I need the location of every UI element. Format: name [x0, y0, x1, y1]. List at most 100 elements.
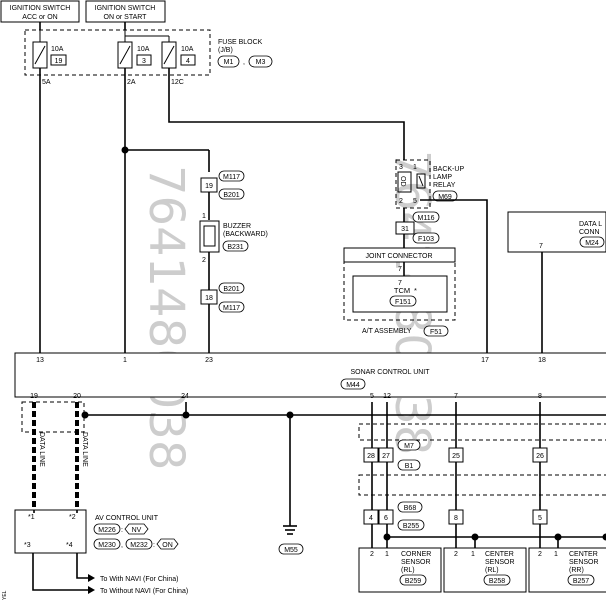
- relay-side-text: OD: [399, 176, 406, 187]
- sonar-pin-12: 12: [383, 393, 391, 400]
- av-conn-sep-3: :: [153, 542, 155, 549]
- power-ign-box: IGNITION SWITCH ON or START: [85, 0, 166, 23]
- sensor-center-rl-conn: B258: [489, 578, 505, 585]
- sonar-pin-17: 17: [481, 357, 489, 364]
- sonar-pin-23: 23: [205, 357, 213, 364]
- fuse-4-amp: 10A: [181, 46, 194, 53]
- av-nv-badge: NV: [132, 527, 142, 534]
- av-conn-m230: M230: [98, 542, 116, 549]
- ground-symbol: M55: [278, 525, 304, 555]
- buzzer-bot-conn2: M117: [223, 305, 240, 312]
- sensor-center-rr-label-2: SENSOR: [569, 559, 599, 566]
- tcm-pin-7a: 7: [398, 266, 402, 273]
- buzzer-pin-1: 1: [202, 213, 206, 220]
- sonar-pin-1: 1: [123, 357, 127, 364]
- sensor-center-rl-label-2: SENSOR: [485, 559, 515, 566]
- sensor-corner-rl-label-3: (RL): [401, 567, 415, 574]
- buzzer-top-conn1: M117: [223, 174, 240, 181]
- relay-pin-1: 1: [413, 164, 417, 171]
- sensor-center-rr-label-1: CENTER: [569, 551, 598, 558]
- relay-pin-3: 3: [399, 164, 403, 171]
- sensor-center-rl-label-1: CENTER: [485, 551, 514, 558]
- sensor-corner-rl-pin-2: 2: [370, 551, 374, 558]
- sensor-center-rl-pin-2: 2: [454, 551, 458, 558]
- relay-conn: M69: [438, 194, 452, 201]
- sensor-center-rr-pin-2: 2: [538, 551, 542, 558]
- power-acc-box: IGNITION SWITCH ACC or ON: [0, 0, 80, 23]
- at-assembly-label: A/T ASSEMBLY: [362, 328, 412, 335]
- at-assembly-conn: F51: [430, 329, 442, 336]
- av-conn-sep-1: :: [121, 527, 123, 534]
- sonar-control-unit: 13 1 23 17 18 SONAR CONTROL UNIT M44 19 …: [14, 352, 606, 400]
- av-pin-2: *2: [69, 514, 76, 521]
- sonar-pin-24: 24: [181, 393, 189, 400]
- buzzer-bot-conn1: B201: [223, 286, 239, 293]
- backup-lamp-relay: 3 1 OD 2 5 BACK-UP LAMP RELAY M69: [395, 159, 464, 209]
- navi-with-label: To With NAVI (For China): [100, 576, 178, 583]
- fuse-block: 10A 19 10A 3 10A 4 FUSE BLOCK (J/B) M1 ,: [24, 29, 273, 86]
- joint-connector-label: JOINT CONNECTOR: [365, 253, 432, 260]
- av-on-badge: ON: [162, 542, 173, 549]
- fuse-terminal-5a: 5A: [42, 79, 51, 86]
- data-lines: DATA LINE DATA LINE: [21, 401, 88, 510]
- relay-label-2: LAMP: [433, 174, 452, 181]
- buzzer-bot-pin: 18: [205, 295, 213, 302]
- tcm-pin-7b: 7: [398, 280, 402, 287]
- side-mark: YEL: [2, 590, 8, 600]
- data-line-label-1: DATA LINE: [38, 432, 45, 467]
- av-pin-4: *4: [66, 542, 73, 549]
- sensor-corner-rl-conn: B259: [405, 578, 421, 585]
- fuse-block-title-1: FUSE BLOCK: [218, 39, 263, 46]
- relay-label-1: BACK-UP: [433, 166, 464, 173]
- watermark-text-left: 7641480038: [138, 165, 194, 470]
- sonar-label: SONAR CONTROL UNIT: [350, 369, 430, 376]
- fuse-3-amp: 10A: [137, 46, 150, 53]
- ground-conn: M55: [284, 547, 298, 554]
- tcm-pin-31: 31: [401, 226, 409, 233]
- tcm-area: 31 M116 F103 JOINT CONNECTOR 7 7 TCM * F…: [343, 211, 456, 337]
- fuse-19-num: 19: [55, 58, 63, 65]
- harness-conn-b255: B255: [403, 523, 419, 530]
- harness-pin-27: 27: [382, 453, 390, 460]
- fuse-block-conn-sep: ,: [243, 59, 245, 66]
- sensor-center-rl-pin-1: 1: [471, 551, 475, 558]
- sensor-corner-rl-label-2: SENSOR: [401, 559, 431, 566]
- harness-pin-5: 5: [538, 515, 542, 522]
- av-conn-sep-2: ,: [121, 542, 123, 549]
- av-conn-m226: M226: [98, 527, 116, 534]
- tcm-asterisk: *: [414, 286, 417, 295]
- tcm-conn-f103: F103: [418, 236, 434, 243]
- harness-pin-6: 6: [384, 515, 388, 522]
- buzzer-top-conn2: B201: [223, 192, 239, 199]
- fuse-4: 10A 4: [161, 41, 196, 69]
- sonar-pin-13: 13: [36, 357, 44, 364]
- fuse-4-num: 4: [186, 58, 190, 65]
- sonar-pin-8: 8: [538, 393, 542, 400]
- tcm-label: TCM: [394, 286, 410, 295]
- harness-pin-4: 4: [369, 515, 373, 522]
- av-pin-3: *3: [24, 542, 31, 549]
- sonar-pin-5: 5: [370, 393, 374, 400]
- fuse-block-conn-m3: M3: [256, 59, 266, 66]
- sensor-corner-rl: 2 1 CORNER SENSOR (RL) B259: [358, 547, 442, 593]
- buzzer-label-1: BUZZER: [223, 223, 251, 230]
- power-acc-line2: ACC or ON: [22, 14, 57, 21]
- power-ign-line2: ON or START: [104, 14, 148, 21]
- sonar-pin-20: 20: [73, 393, 81, 400]
- av-control-unit: *1 *2 *3 *4 AV CONTROL UNIT M226 : NV M2…: [14, 509, 179, 554]
- sensor-corner-rl-label-1: CORNER: [401, 551, 431, 558]
- av-conn-m232: M232: [130, 542, 148, 549]
- harness-conn-b1: B1: [405, 463, 414, 470]
- sensor-center-rr-pin-1: 1: [554, 551, 558, 558]
- navi-without-label: To Without NAVI (For China): [100, 588, 188, 595]
- sensor-center-rr-label-3: (RR): [569, 567, 584, 574]
- fuse-terminal-2a: 2A: [127, 79, 136, 86]
- fuse-3-num: 3: [142, 58, 146, 65]
- data-link-connector: DATA L CONN M24 7: [507, 211, 606, 253]
- fuse-block-title-2: (J/B): [218, 47, 233, 54]
- sensor-center-rr-conn: B257: [573, 578, 589, 585]
- data-link-pin: 7: [539, 243, 543, 250]
- harness-pin-26: 26: [536, 453, 544, 460]
- data-link-label-1: DATA L: [579, 221, 602, 228]
